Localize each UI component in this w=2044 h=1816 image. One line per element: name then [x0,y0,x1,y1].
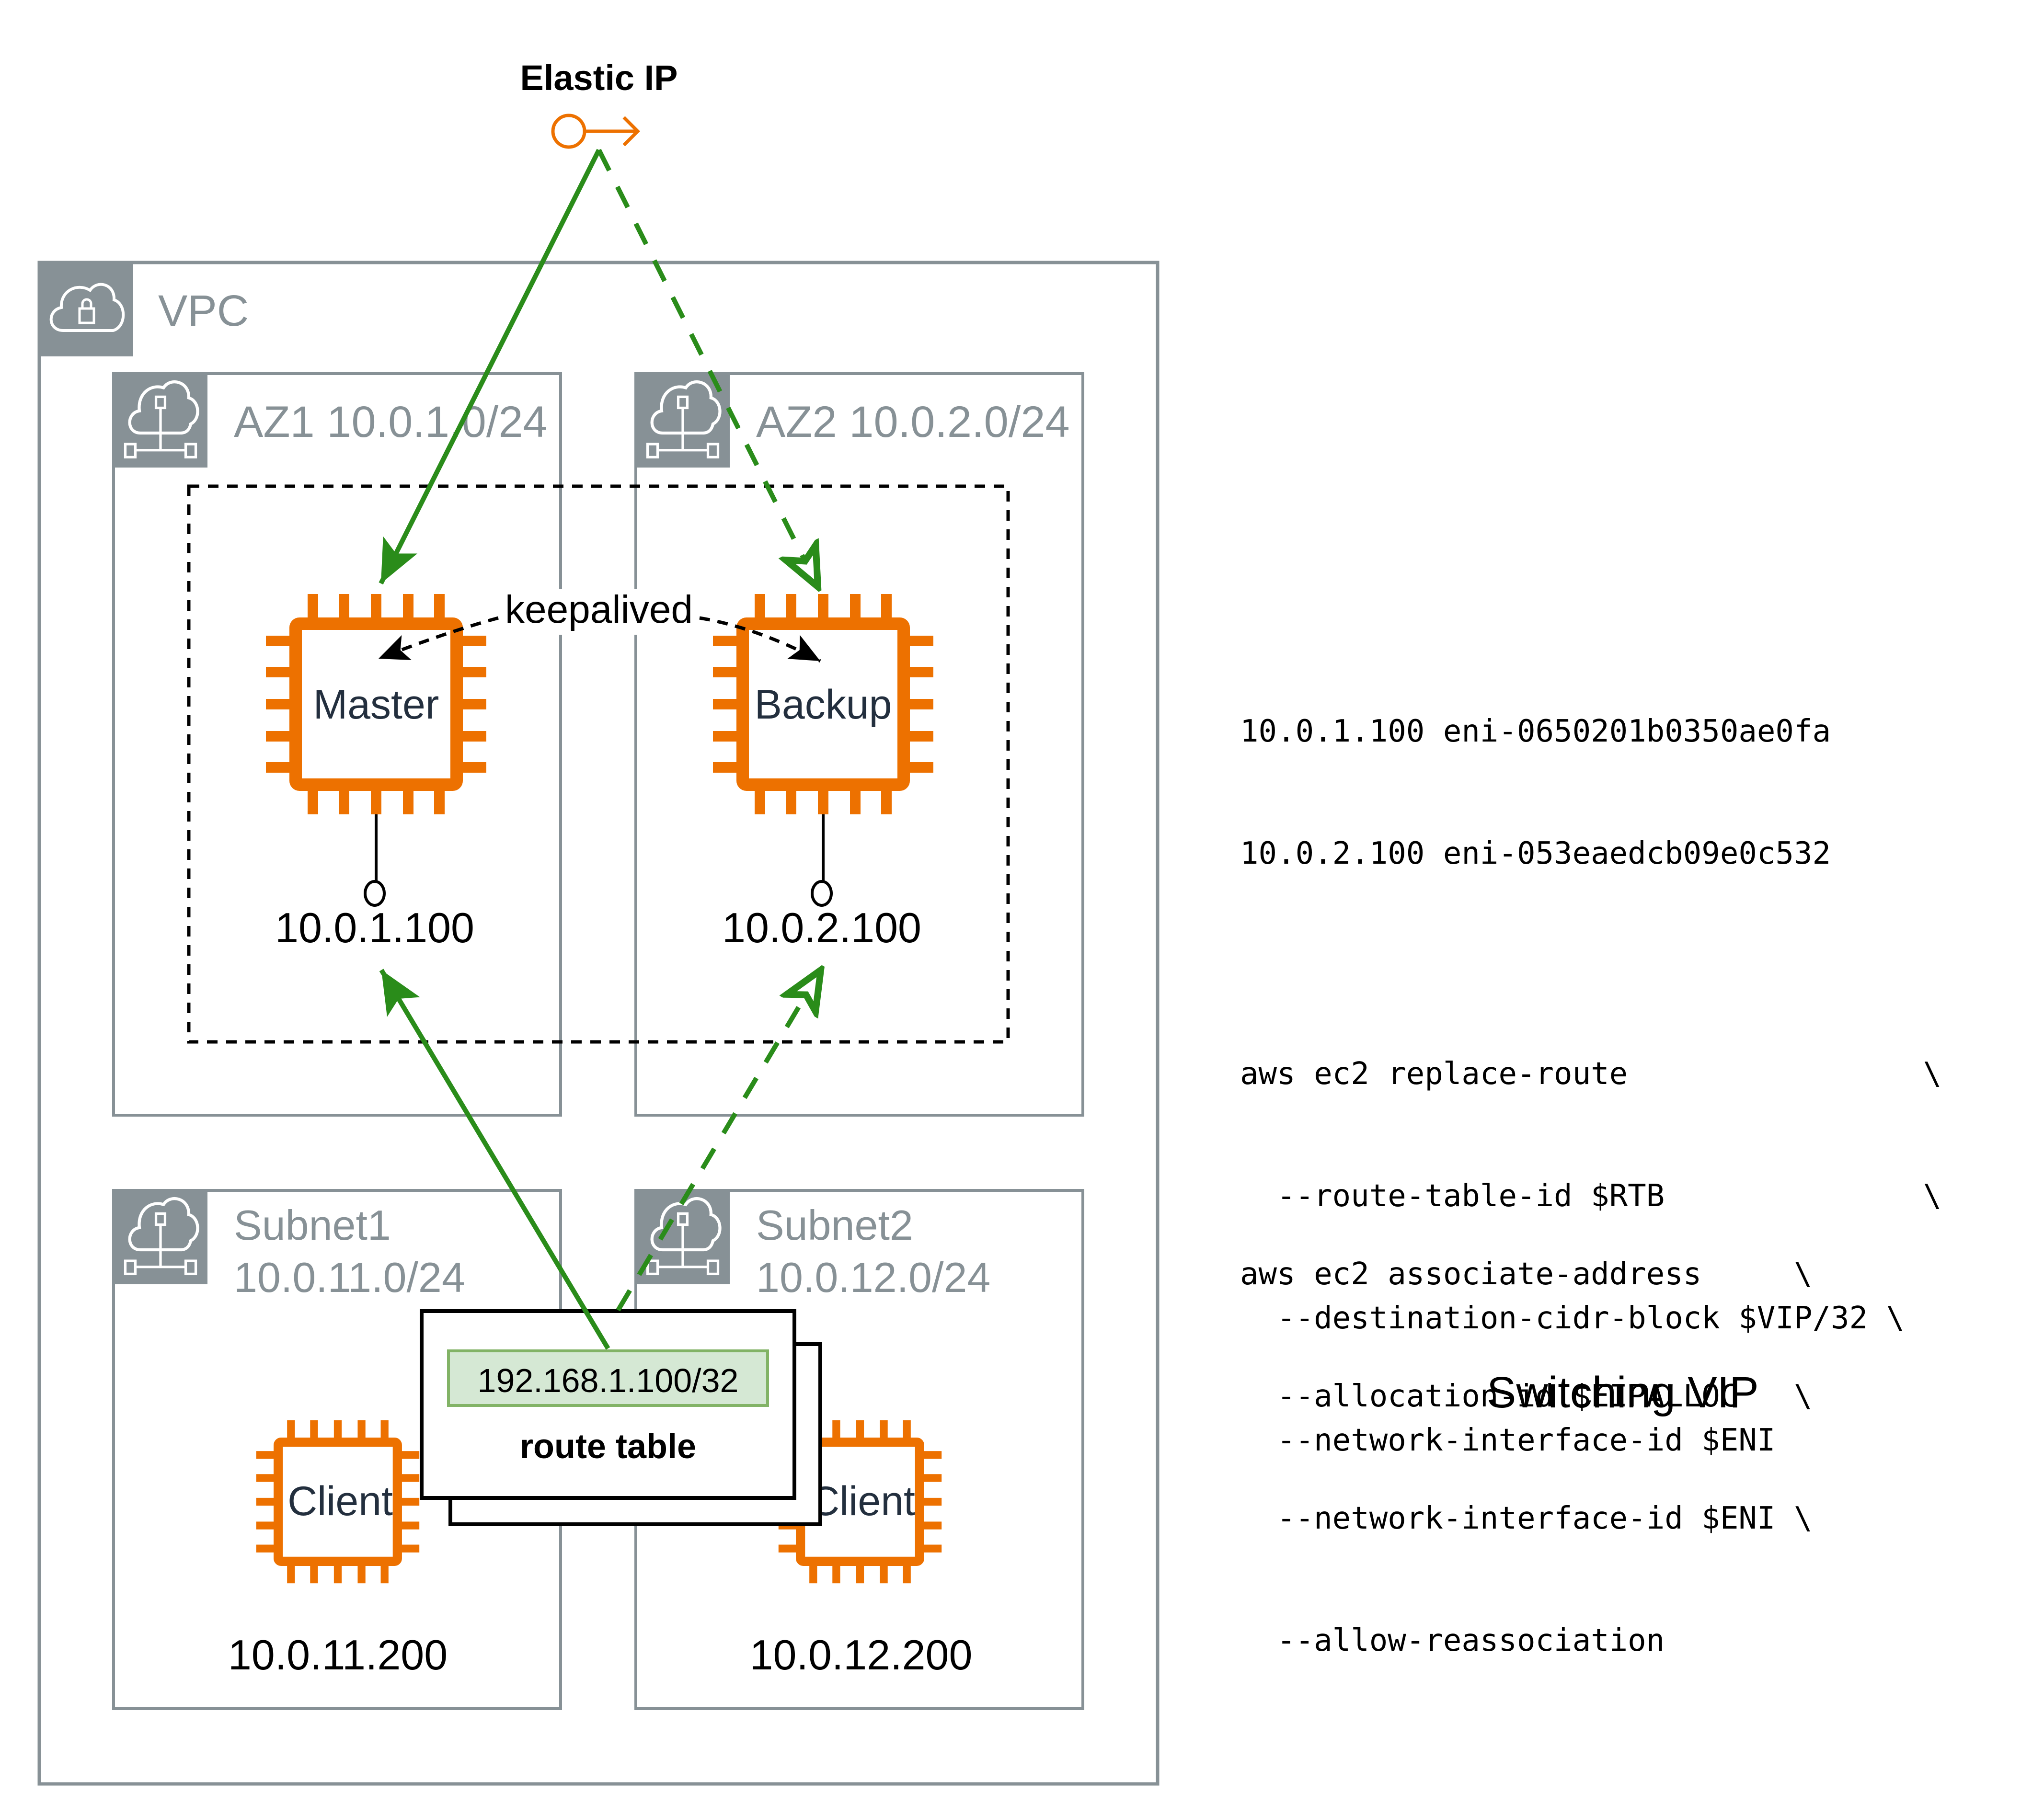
subnet1-group: Subnet1 10.0.11.0/24 [112,1189,562,1710]
elastic-ip-icon [551,114,640,149]
command-line: --network-interface-id $ENI \ [1240,1501,1813,1536]
client1-ip: 10.0.11.200 [228,1631,448,1679]
subnet2-group: Subnet2 10.0.12.0/24 [634,1189,1084,1710]
route-table-label: route table [520,1428,696,1466]
eip-to-master-arrow [379,148,601,585]
az2-group: AZ2 10.0.2.0/24 [634,372,1084,1117]
vpc-group: VPC [37,261,1160,1786]
route-to-master-arrow [379,969,610,1350]
client1-instance[interactable]: Client [256,1420,419,1583]
diagram-caption: Switching VIP [1487,1368,1759,1417]
master-instance[interactable]: Master [266,594,486,814]
keepalived-label: keepalived [505,588,693,631]
command-line: --destination-cidr-block $VIP/32 \ [1240,1301,1905,1336]
eni-mapping-row: 10.0.1.100 eni-0650201b0350ae0fa [1240,714,1831,749]
route-table[interactable]: 192.168.1.100/32 route table [420,1309,822,1526]
command-line: aws ec2 replace-route \ [1240,1056,1942,1092]
vpc-cloud-lock-icon [49,283,125,332]
subnet1-name: Subnet1 [234,1201,391,1249]
eni-mapping-row: 10.0.2.100 eni-053eaedcb09e0c532 [1240,836,1831,871]
backup-eni [811,814,833,907]
eni-port-icon [364,880,386,907]
eni-mapping: 10.0.1.100 eni-0650201b0350ae0fa 10.0.2.… [1240,630,1831,915]
route-entry[interactable] [447,1349,769,1407]
route-to-backup-arrow [616,970,821,1312]
client2-instance[interactable]: Client [779,1420,942,1583]
keepalived-link: keepalived [378,588,821,663]
command-line: --allow-reassociation [1240,1623,1665,1658]
elastic-ip[interactable]: Elastic IP [520,58,678,149]
eip-to-backup-arrow [597,148,818,587]
route-entry-cidr: 192.168.1.100/32 [478,1362,739,1399]
client2-label: Client [810,1478,915,1524]
keepalived-cluster-boundary [187,484,1010,1044]
replace-route-command: aws ec2 replace-route \ --route-table-id… [1240,972,1941,1502]
client2-ip: 10.0.12.200 [750,1631,973,1679]
elastic-ip-label: Elastic IP [520,58,678,98]
eni-port-icon [811,880,833,907]
associate-address-command: aws ec2 associate-address \ --allocation… [1240,1173,1812,1702]
az1-group: AZ1 10.0.1.0/24 [112,372,562,1117]
backup-instance[interactable]: Backup [713,594,933,814]
az2-label: AZ2 10.0.2.0/24 [756,398,1070,446]
command-line: --route-table-id $RTB \ [1240,1178,1942,1214]
vpc-label: VPC [158,286,249,335]
subnet2-name: Subnet2 [756,1201,913,1249]
subnet1-cidr: 10.0.11.0/24 [234,1254,465,1301]
az1-label: AZ1 10.0.1.0/24 [234,398,548,446]
backup-ip: 10.0.2.100 [722,904,921,951]
client1-label: Client [287,1478,393,1524]
command-line: --network-interface-id $ENI [1240,1423,1776,1458]
master-ip: 10.0.1.100 [275,904,474,951]
command-line: --allocation-id $EIPALLOC \ [1240,1379,1813,1414]
master-eni [364,814,386,907]
command-line: aws ec2 associate-address \ [1240,1256,1813,1292]
subnet2-cidr: 10.0.12.0/24 [756,1254,990,1301]
backup-label: Backup [755,682,892,728]
master-label: Master [313,682,439,728]
